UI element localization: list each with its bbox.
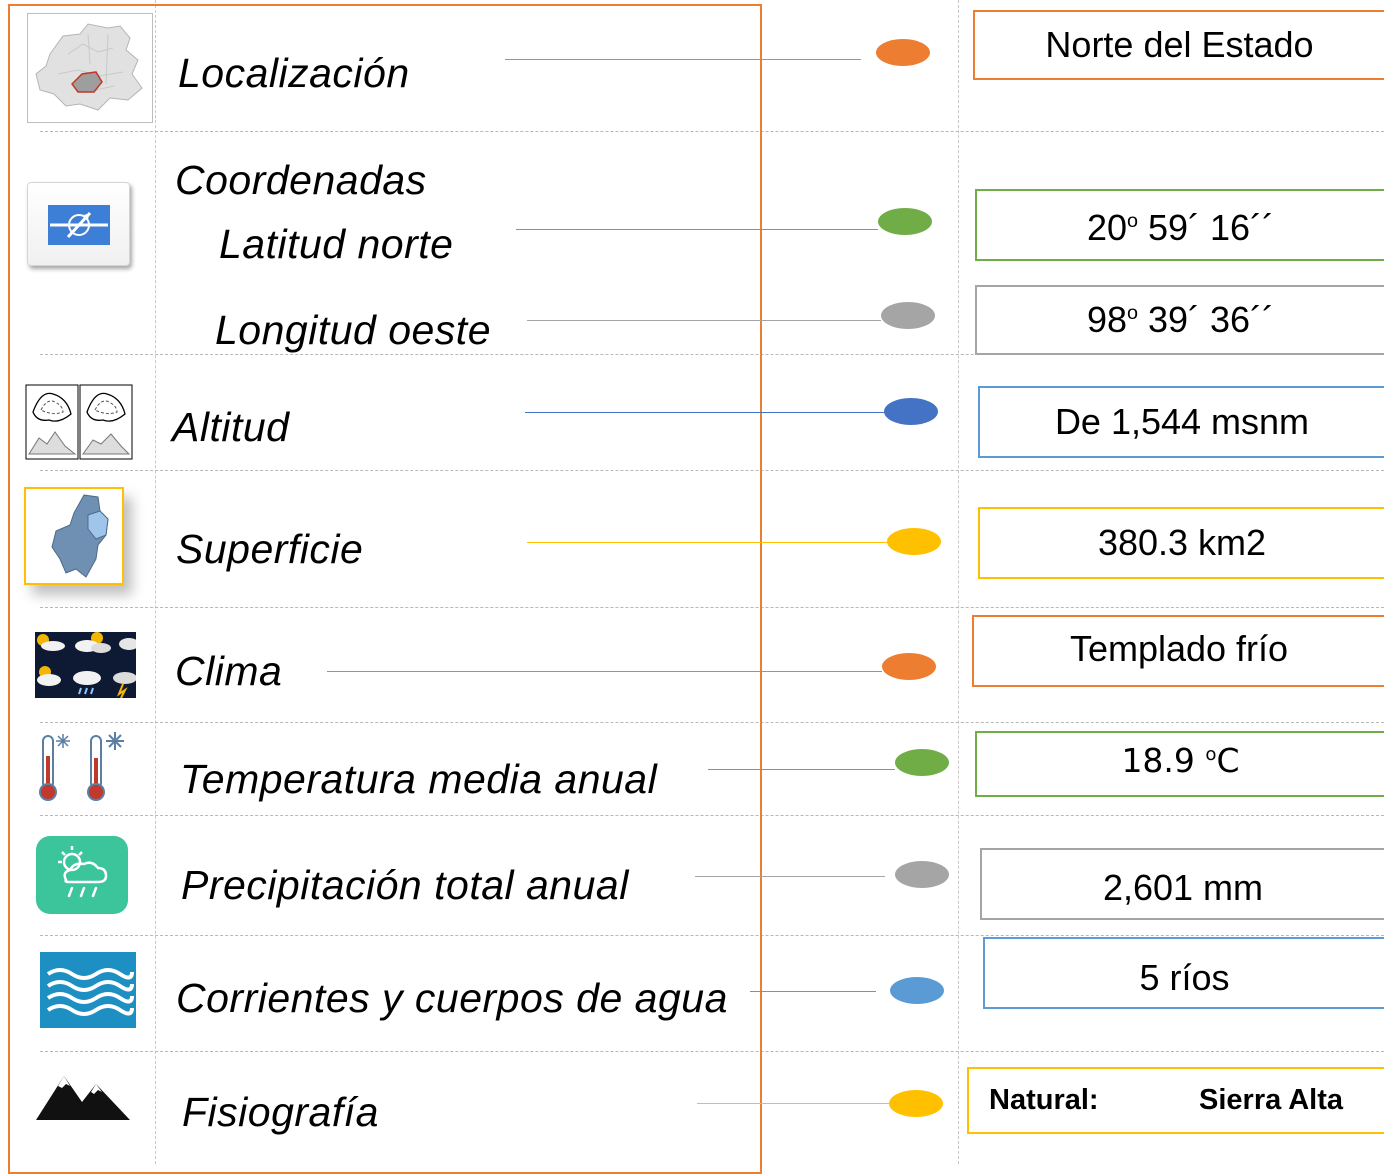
value-corrientes: 5 ríos — [1139, 957, 1230, 998]
marker-dot — [895, 749, 949, 776]
grid-line — [958, 0, 959, 1164]
value-box-temperatura: 18.9 oC — [975, 731, 1384, 797]
weather-icon — [35, 632, 139, 699]
label-longitud: Longitud oeste — [215, 307, 492, 353]
row-divider — [40, 354, 1384, 355]
value-box-longitud: 98o 39´ 36´´ — [975, 285, 1384, 355]
label-precipitacion: Precipitación total anual — [181, 862, 629, 908]
connector-line — [527, 320, 881, 321]
marker-dot — [882, 653, 936, 680]
value-box-precipitacion: 2,601 mm — [980, 848, 1384, 920]
label-clima: Clima — [175, 648, 283, 694]
row-divider — [40, 607, 1384, 608]
row-divider — [40, 722, 1384, 723]
marker-dot — [881, 302, 935, 329]
value-fisiografia: Sierra Alta — [1199, 1084, 1343, 1116]
compass-icon — [27, 182, 130, 266]
value-box-corrientes: 5 ríos — [983, 937, 1384, 1009]
grid-line — [155, 0, 156, 1164]
row-divider — [40, 1051, 1384, 1052]
row-divider — [40, 815, 1384, 816]
label-altitud: Altitud — [172, 404, 290, 450]
connector-line — [505, 59, 861, 60]
value-temperatura: 18.9 oC — [1121, 740, 1240, 780]
value-box-latitud: 20o 59´ 16´´ — [975, 189, 1384, 261]
marker-dot — [889, 1090, 943, 1117]
rain-cloud-icon — [36, 836, 128, 914]
water-waves-icon — [40, 952, 136, 1028]
label-fisiografia: Fisiografía — [182, 1089, 379, 1135]
connector-line — [525, 412, 885, 413]
value-box-clima: Templado frío — [972, 615, 1384, 687]
value-precipitacion: 2,601 mm — [1102, 867, 1264, 908]
row-divider — [40, 935, 1384, 936]
connector-line — [697, 1103, 889, 1104]
marker-dot — [887, 528, 941, 555]
value-latitud: 20o 59´ 16´´ — [1086, 207, 1275, 248]
connector-line — [708, 769, 895, 770]
marker-dot — [884, 398, 938, 425]
marker-dot — [895, 861, 949, 888]
value-superficie: 380.3 km2 — [1097, 522, 1267, 563]
connector-line — [516, 229, 878, 230]
mountains-icon — [36, 1070, 130, 1122]
marker-dot — [876, 39, 930, 66]
value-clima: Templado frío — [1069, 628, 1289, 669]
value-box-superficie: 380.3 km2 — [978, 507, 1384, 579]
connector-line — [695, 876, 885, 877]
label-corrientes: Corrientes y cuerpos de agua — [176, 975, 728, 1021]
label-temperatura: Temperatura media anual — [180, 756, 658, 802]
label-coordenadas: Coordenadas — [175, 157, 427, 203]
row-divider — [40, 470, 1384, 471]
value-box-altitud: De 1,544 msnm — [978, 386, 1384, 458]
connector-line — [527, 542, 887, 543]
contour-map-icon — [25, 384, 133, 460]
marker-dot — [890, 977, 944, 1004]
connector-line — [327, 671, 882, 672]
connector-line — [750, 991, 876, 992]
municipality-map-icon — [24, 487, 124, 585]
label-superficie: Superficie — [176, 526, 364, 572]
row-divider — [40, 131, 1384, 132]
label-latitud: Latitud norte — [219, 221, 454, 267]
value-box-fisiografia: Natural: Sierra Alta — [967, 1067, 1384, 1134]
marker-dot — [878, 208, 932, 235]
value-altitud: De 1,544 msnm — [1054, 401, 1310, 442]
thermometer-icon — [35, 728, 131, 804]
label-localizacion: Localización — [178, 50, 410, 96]
state-map-icon — [27, 13, 153, 123]
value-box-localizacion: Norte del Estado — [973, 10, 1384, 80]
value-fisiografia-key: Natural: — [989, 1084, 1099, 1116]
value-localizacion: Norte del Estado — [1045, 24, 1314, 65]
value-longitud: 98o 39´ 36´´ — [1086, 299, 1275, 340]
